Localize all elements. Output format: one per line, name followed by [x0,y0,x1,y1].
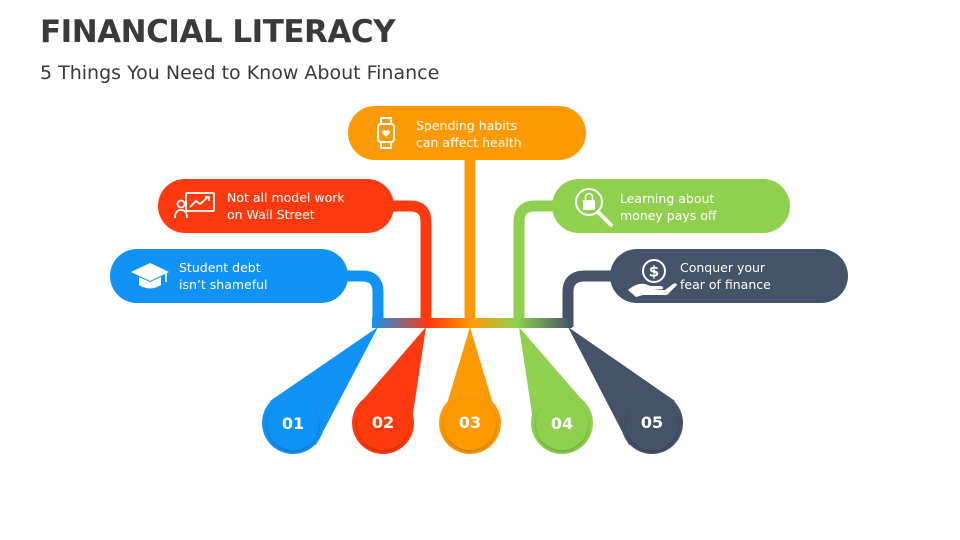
pill-01 [110,249,348,303]
connector-05 [562,270,618,327]
page-subtitle: 5 Things You Need to Know About Finance [40,62,440,84]
number-01: 01 [281,414,305,433]
gradient-bar [372,318,572,328]
page-title: FINANCIAL LITERACY [40,14,396,50]
pill-02 [158,179,394,233]
graduation-cap-icon [131,263,169,289]
smartwatch-heart-icon [377,117,395,149]
connector-04 [513,200,562,327]
item-03-text: Spending habits can affect health [416,118,522,150]
connector-02 [385,200,432,327]
hand-dollar-icon: $ [628,259,677,297]
item-05-text: Conquer your fear of finance [680,260,771,292]
number-05: 05 [640,413,664,432]
presentation-chart-icon [174,192,215,219]
drop-02 [352,327,426,454]
magnifier-shopping-bag-icon [575,188,613,227]
pill-03 [348,106,586,160]
item-02-text: Not all model work on Wall Street [227,190,345,222]
number-02: 02 [371,413,395,432]
drop-03 [439,327,501,454]
drop-05 [568,327,683,454]
number-04: 04 [550,414,574,433]
item-04-text: Learning about money pays off [620,191,717,223]
drop-01 [262,327,378,454]
connector-lines [340,158,618,327]
number-03: 03 [458,413,482,432]
pill-04 [552,179,790,233]
item-01-text: Student debt isn’t shameful [179,260,268,292]
svg-text:$: $ [649,263,659,281]
connector-01 [340,270,384,327]
drop-04 [519,327,593,454]
